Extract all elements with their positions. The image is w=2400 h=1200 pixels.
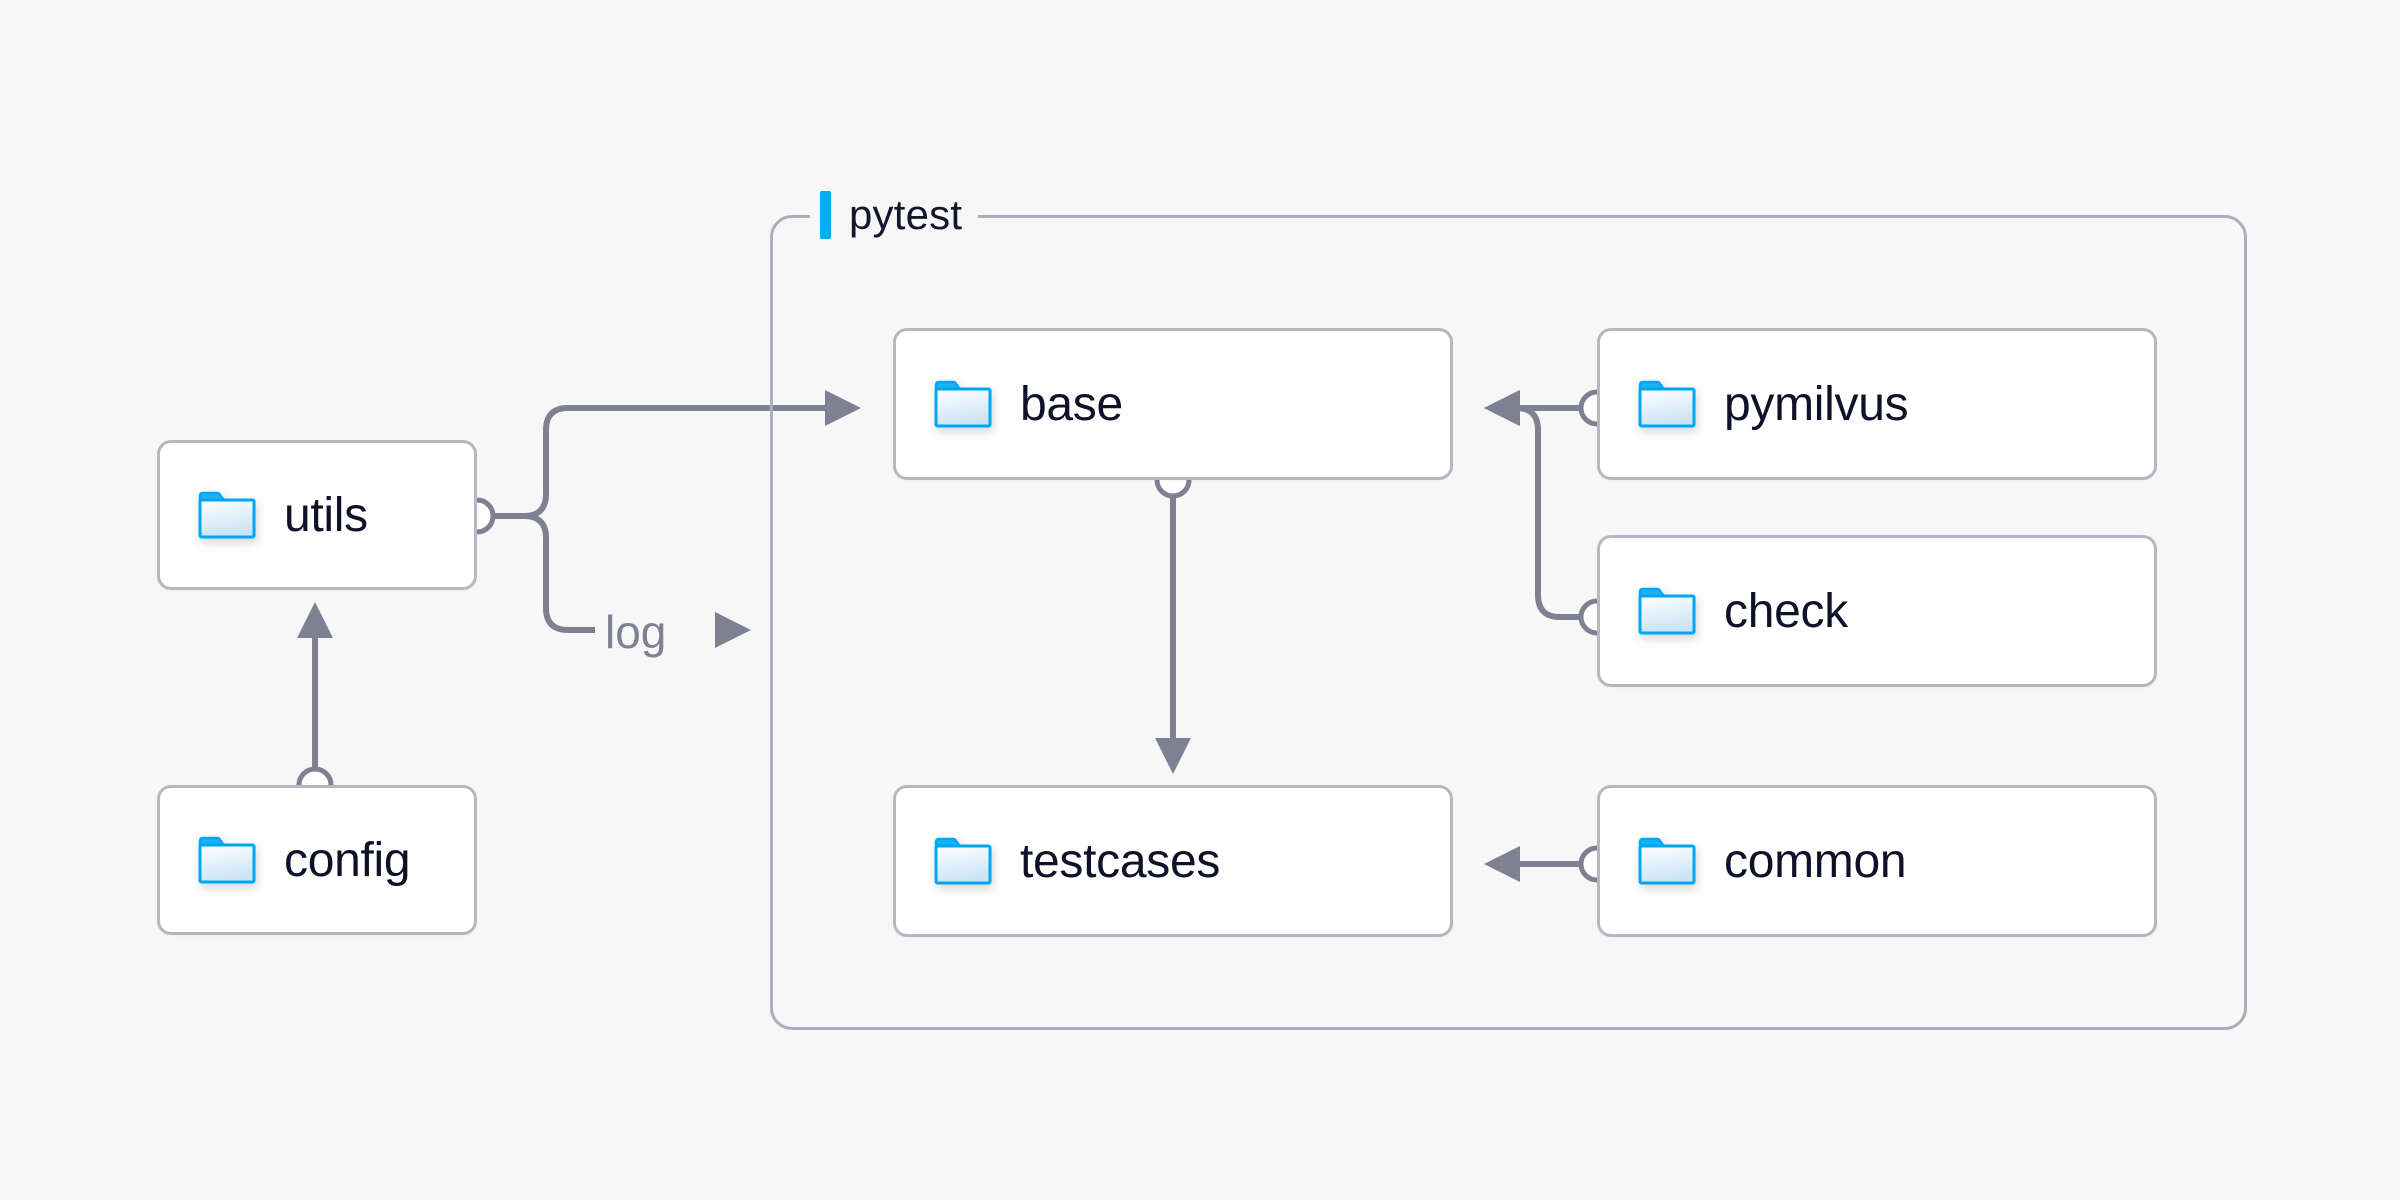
node-label: common [1724, 834, 1907, 888]
folder-icon [1638, 380, 1696, 428]
folder-icon [934, 837, 992, 885]
folder-icon [1638, 587, 1696, 635]
edge-label-log: log [605, 606, 666, 658]
edge-utils-to-log: log [477, 513, 751, 658]
node-check[interactable]: check [1597, 535, 2157, 687]
node-label: base [1020, 377, 1123, 431]
group-pytest-label: pytest [810, 188, 979, 242]
node-label: check [1724, 584, 1848, 638]
folder-icon [1638, 837, 1696, 885]
node-testcases[interactable]: testcases [893, 785, 1453, 937]
group-title: pytest [849, 191, 963, 238]
node-label: testcases [1020, 834, 1221, 888]
folder-icon [198, 491, 256, 539]
node-base[interactable]: base [893, 328, 1453, 480]
node-utils[interactable]: utils [157, 440, 477, 590]
folder-icon [934, 380, 992, 428]
accent-bar-icon [820, 191, 831, 239]
node-label: config [284, 833, 411, 887]
group-pytest[interactable] [770, 215, 2247, 1030]
node-label: utils [284, 488, 368, 542]
node-pymilvus[interactable]: pymilvus [1597, 328, 2157, 480]
node-label: pymilvus [1724, 377, 1909, 431]
node-config[interactable]: config [157, 785, 477, 935]
folder-icon [198, 836, 256, 884]
node-common[interactable]: common [1597, 785, 2157, 937]
